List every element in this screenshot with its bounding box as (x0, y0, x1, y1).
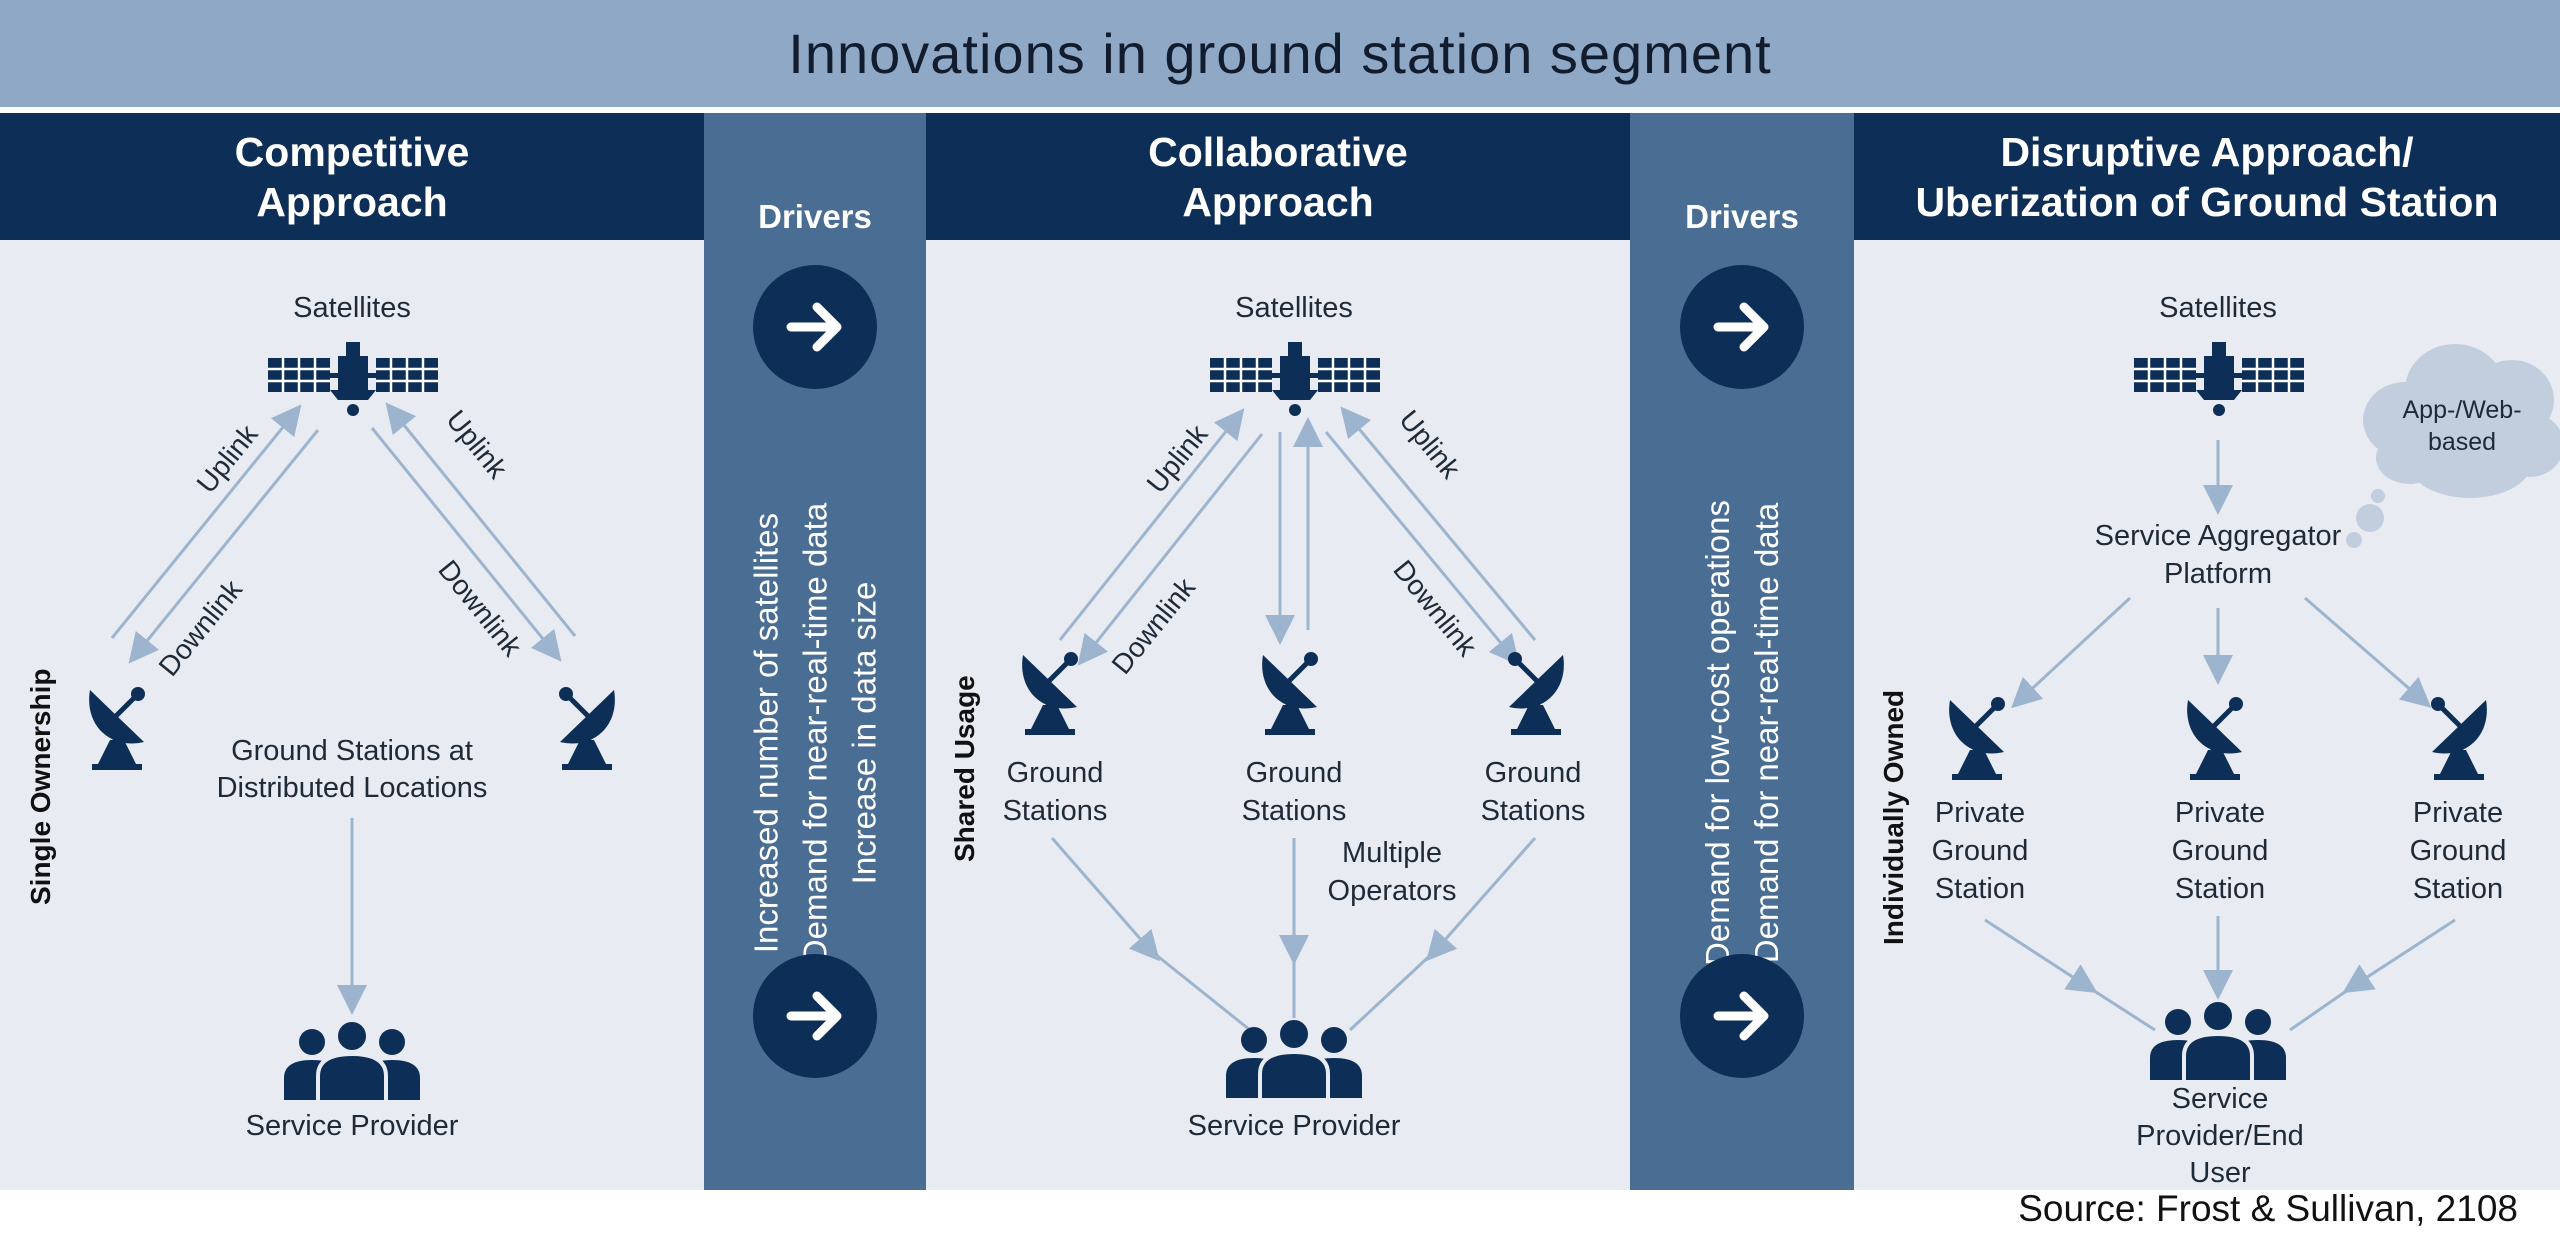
page-title: Innovations in ground station segment (788, 22, 1772, 85)
title-bar: Innovations in ground station segment (0, 0, 2560, 107)
disruptive-heading-line2: Uberization of Ground Station (1915, 178, 2499, 225)
disruptive-heading-line1: Disruptive Approach/ (2000, 128, 2414, 175)
collaborative-heading-line1: Collaborative (1148, 128, 1408, 175)
drivers-text-1: Increased number of satellites Demand fo… (742, 503, 889, 963)
collaborative-heading: Collaborative Approach (926, 113, 1630, 240)
arrow-right-icon (753, 954, 877, 1078)
arrow-right-icon (753, 265, 877, 389)
source-note: Source: Frost & Sullivan, 2108 (2018, 1188, 2518, 1229)
driver-2-line2: Demand for near-real-time data (1748, 502, 1785, 964)
disruptive-panel: Disruptive Approach/ Uberization of Grou… (1854, 113, 2560, 1190)
driver-2-line1: Demand for low-cost operations (1699, 500, 1736, 966)
driver-1-line2: Demand for near-real-time data (796, 502, 834, 964)
arrow-right-icon (1680, 265, 1804, 389)
drivers-text-2: Demand for low-cost operations Demand fo… (1693, 500, 1791, 966)
collaborative-panel: Collaborative Approach (926, 113, 1630, 1190)
drivers-heading-1: Drivers (758, 198, 872, 235)
competitive-panel: Competitive Approach (0, 113, 704, 1190)
collaborative-heading-line2: Approach (1182, 178, 1374, 225)
drivers-column-2: Drivers Demand for low-cost operations D… (1630, 113, 1854, 1190)
arrow-right-icon (1680, 954, 1804, 1078)
disruptive-heading: Disruptive Approach/ Uberization of Grou… (1854, 113, 2560, 240)
competitive-heading-line2: Approach (256, 178, 448, 225)
driver-1-line3: Increase in data size (845, 581, 883, 885)
driver-1-line1: Increased number of satellites (747, 512, 785, 954)
competitive-heading-line1: Competitive (234, 128, 470, 175)
title-divider (0, 107, 2560, 113)
drivers-heading-2: Drivers (1685, 198, 1799, 235)
competitive-heading: Competitive Approach (0, 113, 704, 240)
drivers-column-1: Drivers Increased number of satellites D… (704, 113, 926, 1190)
